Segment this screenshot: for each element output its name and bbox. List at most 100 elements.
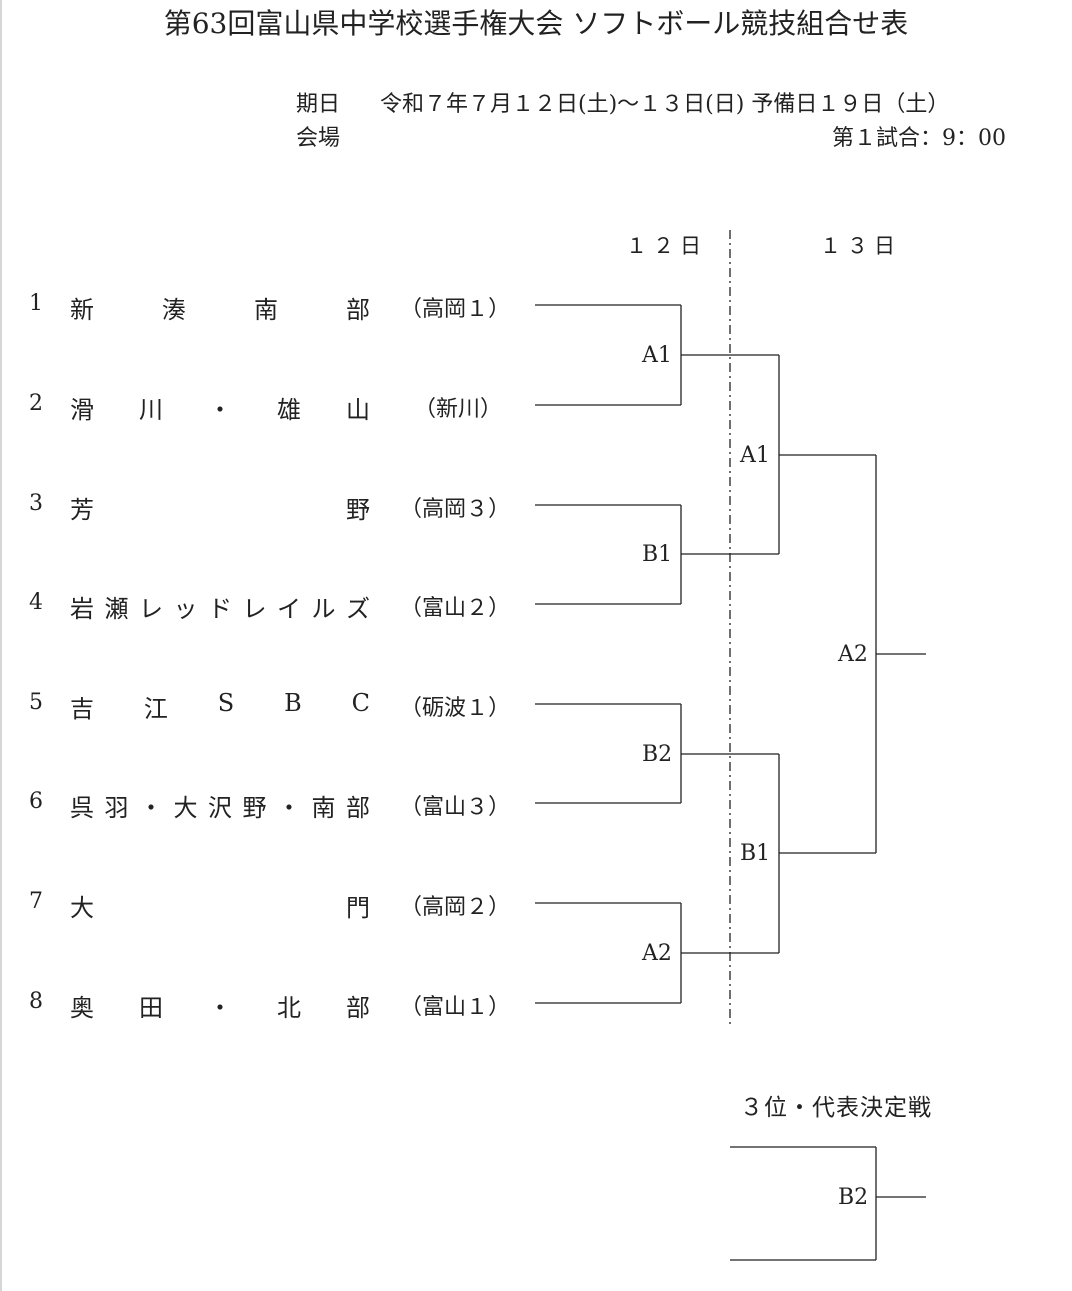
team-name: 滑 川 ・ 雄 山: [70, 390, 370, 425]
team-name-char: ル: [311, 595, 336, 623]
team-name-char: ズ: [346, 595, 370, 623]
team-district-char: ）: [480, 397, 503, 422]
first-match-time: 第１試合：9：00: [832, 126, 1006, 151]
team-name-char: 瀬: [104, 595, 129, 623]
team-name-char: 大: [173, 794, 198, 822]
team-name-char: 門: [346, 894, 370, 922]
team-name-char: ド: [208, 595, 232, 623]
team-name: 岩瀬レッドレイルズ: [70, 589, 370, 624]
page-left-border: [0, 0, 2, 1291]
team-district-char: 高: [422, 297, 445, 322]
day-header-12: １２日: [626, 234, 707, 258]
team-name-char: 湊: [162, 296, 186, 324]
team-name-char: 吉: [70, 695, 94, 723]
match-label-third-place: B2: [836, 1185, 871, 1210]
team-name-char: 江: [143, 695, 168, 723]
team-district-char: 波: [444, 696, 467, 721]
team-district-char: １: [466, 696, 489, 721]
team-district-char: （: [400, 497, 423, 522]
team-district-char: （: [400, 297, 423, 322]
team-district-char: ）: [488, 995, 511, 1020]
team-number: 2: [29, 391, 43, 416]
team-name-char: 川: [139, 396, 163, 424]
team-name-char: 山: [346, 396, 370, 424]
match-label-semi-2: B1: [738, 841, 773, 866]
team-district-char: 山: [444, 795, 467, 820]
team-district-char: （: [400, 596, 423, 621]
team-name-char: 雄: [277, 396, 301, 424]
team-district-char: 山: [444, 995, 467, 1020]
team-name-char: 奥: [70, 994, 94, 1022]
team-name-char: 呉: [70, 794, 94, 822]
team-district-char: （: [414, 397, 437, 422]
team-number: 5: [29, 690, 43, 715]
team-number: 1: [29, 291, 43, 316]
team-name-char: 大: [70, 894, 94, 922]
team-district-char: （: [400, 795, 423, 820]
team-name-char: C: [351, 689, 370, 717]
team-district-char: 川: [458, 397, 481, 422]
team-district-char: 高: [422, 497, 445, 522]
team-district-char: （: [400, 995, 423, 1020]
date-value: 令和７年７月１２日(土)～１３日(日) 予備日１９日（土）: [380, 92, 950, 117]
team-district-char: ２: [466, 596, 489, 621]
team-district-char: ）: [488, 297, 511, 322]
team-name-char: 岩: [70, 595, 94, 623]
team-district-char: 砺: [422, 696, 445, 721]
team-district-char: １: [466, 995, 489, 1020]
team-district-char: ）: [488, 497, 511, 522]
team-name-char: B: [284, 689, 302, 717]
team-name-char: 沢: [208, 794, 232, 822]
team-name: 呉羽・大沢野・南部: [70, 788, 370, 823]
team-district: （新川）: [400, 391, 502, 423]
team-district-char: 岡: [444, 895, 467, 920]
match-label-semi-1: A1: [738, 443, 772, 468]
date-label: 期日: [296, 92, 341, 117]
match-label-r1-2: B1: [640, 542, 675, 567]
team-name-char: 部: [346, 296, 370, 324]
team-name-char: 野: [242, 794, 267, 822]
match-label-r1-3: B2: [640, 742, 675, 767]
team-name-char: イ: [277, 595, 301, 623]
team-name-char: ・: [139, 794, 163, 822]
team-district-char: ）: [488, 795, 511, 820]
team-name: 大門: [70, 888, 370, 923]
team-district-char: 富: [422, 795, 445, 820]
team-name-char: 南: [311, 794, 336, 822]
team-name-char: 滑: [70, 396, 94, 424]
team-district-char: 新: [436, 397, 459, 422]
team-name-char: 南: [254, 296, 278, 324]
team-name-char: 芳: [70, 496, 94, 524]
match-label-final: A2: [836, 642, 870, 667]
team-district-char: １: [466, 297, 489, 322]
team-name-char: 田: [139, 994, 163, 1022]
team-name-char: S: [217, 689, 235, 717]
match-label-r1-4: A2: [640, 941, 674, 966]
team-name-char: 羽: [104, 794, 129, 822]
team-district-char: 高: [422, 895, 445, 920]
team-district-char: 岡: [444, 497, 467, 522]
team-name-char: 部: [346, 994, 370, 1022]
team-name-char: 野: [346, 496, 370, 524]
team-district-char: 富: [422, 995, 445, 1020]
team-name: 芳野: [70, 490, 370, 525]
team-district-char: ２: [466, 895, 489, 920]
match-label-r1-1: A1: [640, 343, 674, 368]
team-district-char: （: [400, 696, 423, 721]
team-name-char: レ: [242, 595, 267, 623]
team-name-char: ッ: [173, 595, 198, 623]
team-name: 奥田・北部: [70, 988, 370, 1023]
team-name-char: 北: [277, 994, 301, 1022]
team-name-char: ・: [208, 396, 232, 424]
team-name-char: 部: [346, 794, 370, 822]
team-district-char: ）: [488, 596, 511, 621]
team-number: 3: [29, 491, 43, 516]
